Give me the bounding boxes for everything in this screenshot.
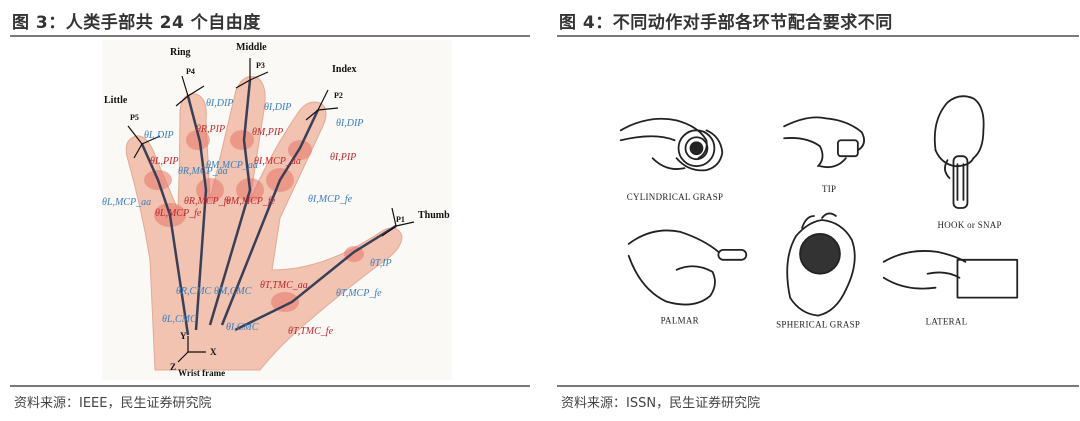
joint-label: θI,DIP [336, 118, 363, 129]
finger-name-little: Little [104, 95, 128, 106]
joint-label: θT,IP [370, 258, 392, 269]
joint-label: θR,PIP [196, 124, 225, 135]
joint-label: θI,DIP [206, 98, 233, 109]
tip-frames [127, 58, 415, 237]
spherical-grasp-illustration [786, 212, 856, 317]
tip-label-p2: P2 [334, 91, 343, 100]
joint-label: θR,MCP_aa [178, 166, 228, 177]
tip-label-p1: P1 [396, 215, 405, 224]
wrist-frame-label: Wrist frame [178, 368, 225, 378]
joint-label: θL,MCP_fe [155, 208, 202, 219]
joint-label: θI,PIP [330, 152, 356, 163]
joint-label: θM,MCP_aa [206, 160, 258, 171]
joint-label: θI,DIP [264, 102, 291, 113]
hand-dof-diagram: Little Ring Middle Index Thumb P5 P4 P3 … [102, 40, 452, 380]
cylindrical-grasp-illustration [619, 117, 724, 172]
grasp-label-tip: TIP [822, 184, 836, 194]
title-rule [10, 35, 530, 37]
hook-snap-illustration [933, 95, 985, 209]
palmar-grasp-illustration [627, 229, 748, 306]
wrist-frame-axes [177, 336, 206, 363]
joint-label: θL,CMC [162, 314, 197, 325]
joint-label: θT,TMC_aa [260, 280, 308, 291]
joint-label: θI,CMC [226, 322, 259, 333]
skeleton-links [140, 79, 397, 336]
finger-name-ring: Ring [170, 47, 191, 58]
figure-4-source: 资料来源：ISSN，民生证券研究院 [561, 396, 761, 411]
source-rule [10, 385, 530, 387]
grasp-label-spherical: SPHERICAL GRASP [776, 320, 860, 330]
joint-label: θM,PIP [252, 127, 283, 138]
grasp-label-palmar: PALMAR [661, 316, 699, 326]
finger-name-thumb: Thumb [418, 210, 450, 221]
tip-label-p4: P4 [186, 67, 195, 76]
title-rule [557, 35, 1079, 37]
tip-label-p5: P5 [130, 113, 139, 122]
finger-name-index: Index [332, 64, 356, 75]
axis-y-label: Y [180, 331, 187, 341]
joint-label: θM,CMC [214, 286, 252, 297]
joint-label: θI,MCP_fe [308, 194, 353, 205]
joint-label: θT,TMC_fe [288, 326, 334, 337]
joint-label: θR,CMC [176, 286, 212, 297]
joint-label: θI,MCP_aa [254, 156, 301, 167]
joint-label: θL,MCP_aa [102, 197, 151, 208]
finger-name-middle: Middle [236, 42, 267, 53]
figure-3-title: 图 3：人类手部共 24 个自由度 [12, 13, 261, 33]
tip-label-p3: P3 [256, 61, 265, 70]
axis-x-label: X [210, 347, 217, 357]
joint-label: θR,MCP_fe [184, 196, 231, 207]
lateral-grasp-illustration [882, 250, 1019, 299]
axis-z-label: Z [170, 362, 176, 372]
figure-4-title: 图 4：不同动作对手部各环节配合要求不同 [559, 13, 893, 33]
grasp-label-cylindrical: CYLINDRICAL GRASP [627, 192, 724, 202]
joint-label: θT,MCP_fe [336, 288, 382, 299]
joint-label: θM,MCP_fe [226, 196, 276, 207]
source-rule [557, 385, 1079, 387]
grasp-label-hook: HOOK or SNAP [938, 220, 1002, 230]
figure-3-source: 资料来源：IEEE，民生证券研究院 [14, 396, 212, 411]
joint-label: θL,DIP [144, 130, 174, 141]
tip-grasp-illustration [783, 116, 865, 169]
joint-label: θL,PIP [150, 156, 179, 167]
hand-silhouette [125, 76, 403, 371]
grasp-types-diagram: CYLINDRICAL GRASP TIP HOOK or SNAP PALMA… [619, 95, 1019, 330]
grasp-label-lateral: LATERAL [926, 317, 968, 327]
